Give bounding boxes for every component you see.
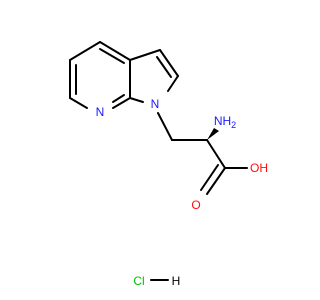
bond [159,49,179,77]
bond [129,97,144,103]
bond [99,48,125,64]
bond [112,97,131,109]
structure-drawing: N N NH2 O OH Cl H [69,41,268,288]
pyrrole-ring [129,49,179,103]
bond [69,97,88,109]
pyridine-nitrogen-label: N [96,105,105,119]
bond [167,75,179,92]
chlorine-label: Cl [133,274,144,288]
bond [156,56,172,78]
bond [69,41,101,61]
bond [157,112,173,141]
bond [206,139,226,169]
pyridine-ring [69,41,131,109]
bond [129,49,161,61]
bond [200,164,219,191]
hydrogen-label: H [172,274,181,288]
amine-subscript: 2 [231,120,236,130]
hydroxyl-label: OH [250,161,268,175]
bond [112,94,125,103]
bond [99,41,131,61]
carbonyl-oxygen-label: O [191,198,200,212]
pyrrole-nitrogen-label: N [151,97,160,111]
amine-label: NH2 [214,114,236,130]
bond [206,167,226,195]
stereo-wedge-bond [207,128,219,140]
side-chain [157,112,248,195]
amine-nh: NH [214,114,231,128]
molecule-canvas: N N NH2 O OH Cl H [69,41,268,288]
